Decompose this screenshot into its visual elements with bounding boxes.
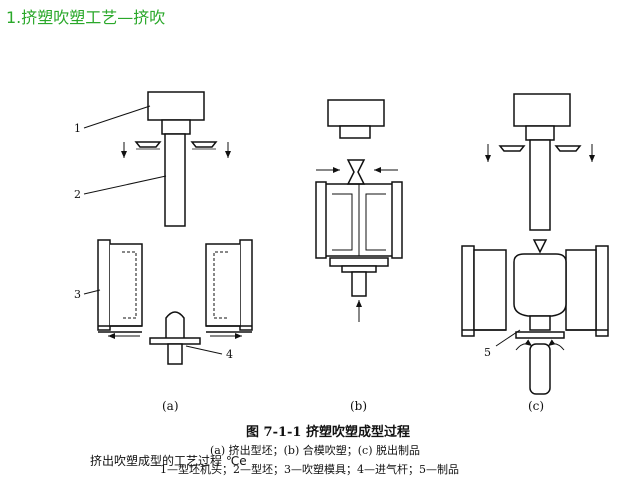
figure-legend: 1—型坯机头；2—型坯；3—吹塑模具；4—进气杆；5—制品 xyxy=(160,462,459,476)
part-label-4: 4 xyxy=(226,348,233,361)
panel-label-c: (c) xyxy=(528,399,544,413)
part-label-3: 3 xyxy=(74,288,81,301)
panel-label-a: (a) xyxy=(162,399,179,413)
product-bottle xyxy=(513,253,567,317)
parison-c xyxy=(529,139,551,231)
overlay-caption: 挤出吹塑成型的工艺过程 ℃e xyxy=(90,454,247,468)
page-title: 1.挤塑吹塑工艺—挤吹 xyxy=(6,8,166,27)
figure-caption-subtitle: (a) 挤出型坯；(b) 合模吹塑；(c) 脱出制品 xyxy=(210,443,420,457)
panel-a xyxy=(83,91,253,365)
part-label-1: 1 xyxy=(74,122,81,135)
figure-caption-title: 图 7-1-1 挤塑吹塑成型过程 xyxy=(246,424,410,440)
die-head-c xyxy=(513,93,571,127)
panel-label-b: (b) xyxy=(350,399,367,413)
part-label-2: 2 xyxy=(74,188,81,201)
die-head-b xyxy=(327,99,385,127)
die-head-a xyxy=(147,91,205,121)
panel-c xyxy=(461,93,609,395)
parison-a xyxy=(164,133,186,227)
panel-b xyxy=(315,99,403,322)
part-label-5: 5 xyxy=(484,346,491,359)
